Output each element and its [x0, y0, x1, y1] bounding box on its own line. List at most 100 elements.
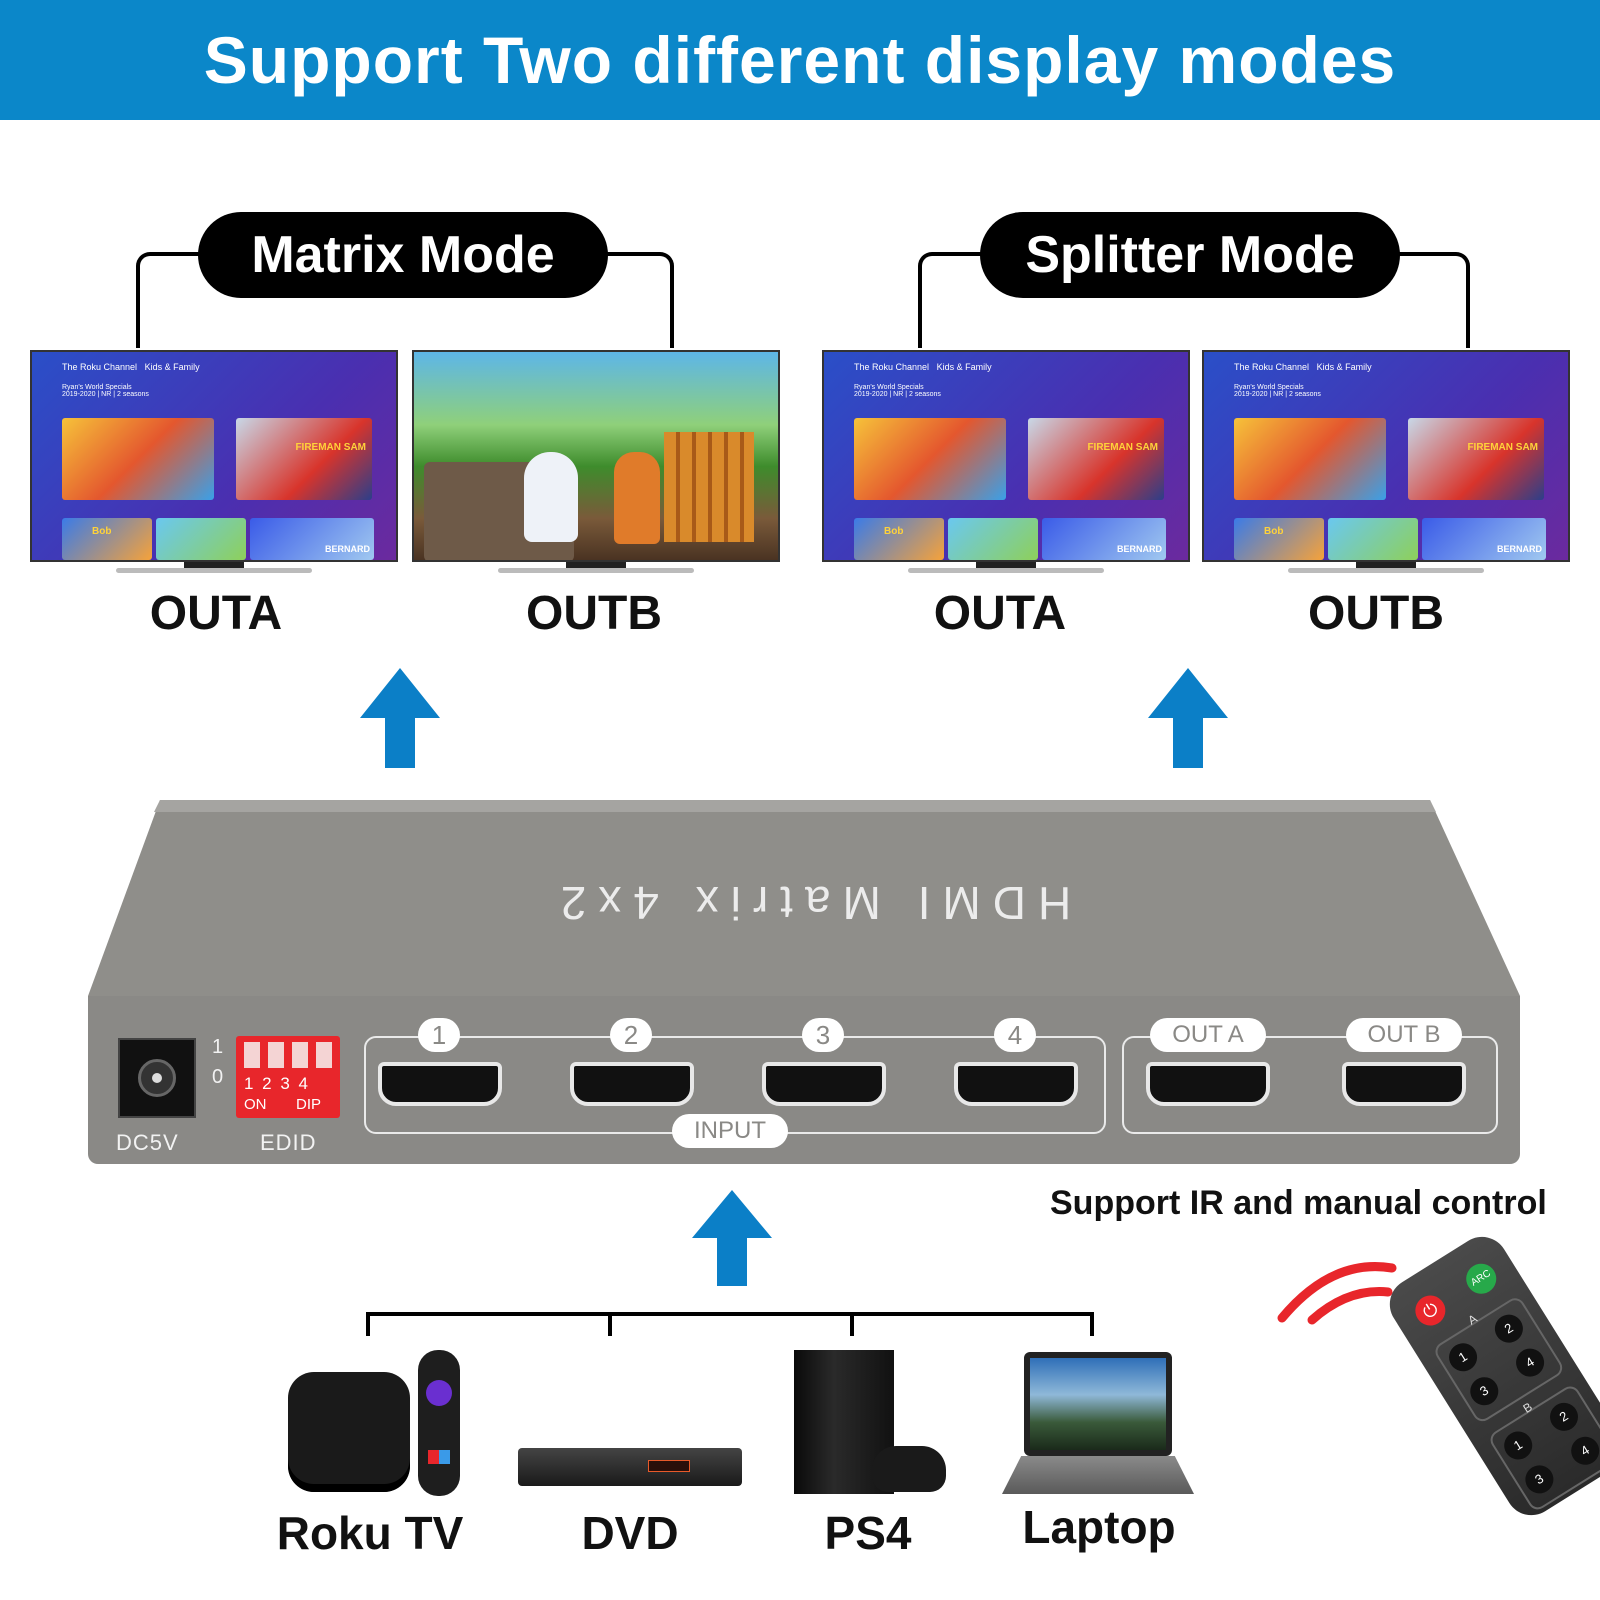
dvd-display [648, 1460, 690, 1472]
arc-button[interactable]: ARC [1460, 1258, 1502, 1300]
tv-matrix-a: The Roku Channel Kids & Family Ryan's Wo… [30, 350, 398, 573]
source-tick [608, 1312, 612, 1336]
dip-dip-label: DIP [296, 1096, 322, 1113]
matrix-mode-pill: Matrix Mode [198, 212, 608, 298]
hdmi-output-port-b[interactable] [1342, 1062, 1466, 1106]
power-jack-socket-icon [138, 1059, 176, 1097]
remote-key[interactable]: 3 [1520, 1460, 1559, 1499]
roku-show-meta: 2019-2020 | NR | 2 seasons [854, 391, 941, 398]
thumbnail-bob: Bob [62, 518, 152, 560]
group-a-label: A [1465, 1311, 1480, 1328]
output-b-badge: OUT B [1346, 1018, 1462, 1052]
arrow-up-icon [692, 1190, 772, 1286]
input-number-badge: 2 [610, 1018, 652, 1052]
hdmi-input-port-3[interactable] [762, 1062, 886, 1106]
source-label-dvd: DVD [581, 1507, 679, 1559]
game-crates [664, 432, 754, 542]
splitter-mode-label: Splitter Mode [1025, 226, 1355, 284]
edid-label: EDID [260, 1130, 317, 1155]
dvd-player [518, 1448, 742, 1486]
dip-label-1: 1 [212, 1036, 225, 1058]
roku-screen: The Roku Channel Kids & Family Ryan's Wo… [32, 352, 396, 560]
matrix-device-top [88, 800, 1520, 996]
device-model-label: HDMI Matrix 4x2 [548, 877, 1072, 929]
thumbnail-bob: Bob [1234, 518, 1324, 560]
remote-key[interactable]: 4 [1510, 1343, 1550, 1382]
remote-key[interactable]: 2 [1544, 1397, 1584, 1437]
remote-key[interactable]: 1 [1498, 1426, 1538, 1465]
laptop-wallpaper [1030, 1358, 1166, 1450]
output-group-frame [1122, 1036, 1498, 1134]
header-banner: Support Two different display modes [0, 0, 1600, 120]
thumbnail-bob: Bob [854, 518, 944, 560]
input-number-badge: 3 [802, 1018, 844, 1052]
dc5v-label: DC5V [116, 1130, 179, 1155]
arrow-up-icon [1148, 668, 1228, 768]
thumbnail-ryan [854, 418, 1006, 500]
arrow-up-icon [360, 668, 440, 768]
dc-power-jack [118, 1038, 196, 1118]
output-a-badge: OUT A [1150, 1018, 1266, 1052]
roku-show-meta: 2019-2020 | NR | 2 seasons [1234, 391, 1321, 398]
hdmi-output-port-a[interactable] [1146, 1062, 1270, 1106]
source-tick [850, 1312, 854, 1336]
source-label-ps4: PS4 [824, 1507, 912, 1559]
thumbnail-teletubbies [948, 518, 1038, 560]
input-group-label: INPUT [672, 1114, 788, 1148]
game-screen [414, 352, 778, 560]
thumbnail-fireman-sam: FIREMAN SAM [236, 418, 372, 500]
roku-screen: The Roku Channel Kids & Family Ryan's Wo… [824, 352, 1188, 560]
thumbnail-ryan [62, 418, 214, 500]
dip-toggle[interactable] [292, 1042, 308, 1068]
laptop-base [1002, 1456, 1194, 1494]
matrix-mode-label: Matrix Mode [251, 226, 555, 284]
ir-remote[interactable]: ⏻ ARC A 1 2 3 4 B 1 2 3 4 [1380, 1227, 1600, 1525]
source-label-roku: Roku TV [276, 1507, 464, 1559]
roku-screen: The Roku Channel Kids & Family Ryan's Wo… [1204, 352, 1568, 560]
roku-category: Kids & Family [936, 362, 992, 372]
matrix-device-front: DC5V 1 0 1 2 3 4 ON DIP EDID 1 2 3 4 INP… [88, 996, 1520, 1164]
roku-box [288, 1372, 410, 1492]
group-b-label: B [1520, 1399, 1535, 1416]
roku-show-meta: 2019-2020 | NR | 2 seasons [62, 391, 149, 398]
tv-matrix-b [412, 350, 780, 573]
thumbnail-bernard: BERNARD [1422, 518, 1546, 560]
thumbnail-fireman-sam: FIREMAN SAM [1408, 418, 1544, 500]
roku-channel-name: The Roku Channel [1234, 362, 1310, 372]
hdmi-input-port-2[interactable] [570, 1062, 694, 1106]
game-character [614, 452, 660, 544]
thumbnail-bernard: BERNARD [250, 518, 374, 560]
roku-shortcut-buttons [428, 1450, 450, 1464]
power-button[interactable]: ⏻ [1409, 1289, 1452, 1332]
output-label-matrix-a: OUTA [149, 587, 283, 640]
roku-remote [418, 1350, 460, 1496]
dip-label-0: 0 [212, 1066, 225, 1088]
output-label-splitter-a: OUTA [933, 587, 1067, 640]
hdmi-input-port-1[interactable] [378, 1062, 502, 1106]
remote-key[interactable]: 3 [1465, 1371, 1504, 1411]
roku-channel-name: The Roku Channel [62, 362, 138, 372]
hdmi-input-port-4[interactable] [954, 1062, 1078, 1106]
thumbnail-teletubbies [1328, 518, 1418, 560]
input-number-badge: 1 [418, 1018, 460, 1052]
dip-toggle[interactable] [268, 1042, 284, 1068]
dip-numbers: 1 2 3 4 [244, 1074, 310, 1093]
output-label-matrix-b: OUTB [526, 587, 662, 640]
roku-show-title: Ryan's World Specials [62, 384, 132, 391]
remote-key[interactable]: 4 [1565, 1431, 1600, 1471]
remote-key[interactable]: 2 [1489, 1309, 1529, 1348]
tv-splitter-a: The Roku Channel Kids & Family Ryan's Wo… [822, 350, 1190, 573]
ir-signal-icon [1277, 1262, 1397, 1325]
thumbnail-teletubbies [156, 518, 246, 560]
thumbnail-fireman-sam: FIREMAN SAM [1028, 418, 1164, 500]
edid-dip-switch[interactable]: 1 2 3 4 ON DIP [236, 1036, 340, 1118]
game-robot [524, 452, 578, 542]
thumbnail-bernard: BERNARD [1042, 518, 1166, 560]
source-bracket [366, 1312, 1094, 1336]
roku-channel-name: The Roku Channel [854, 362, 930, 372]
banner-title: Support Two different display modes [203, 23, 1397, 97]
dip-toggle[interactable] [244, 1042, 260, 1068]
roku-show-title: Ryan's World Specials [1234, 384, 1304, 391]
remote-key[interactable]: 1 [1443, 1337, 1483, 1377]
dip-toggle[interactable] [316, 1042, 332, 1068]
